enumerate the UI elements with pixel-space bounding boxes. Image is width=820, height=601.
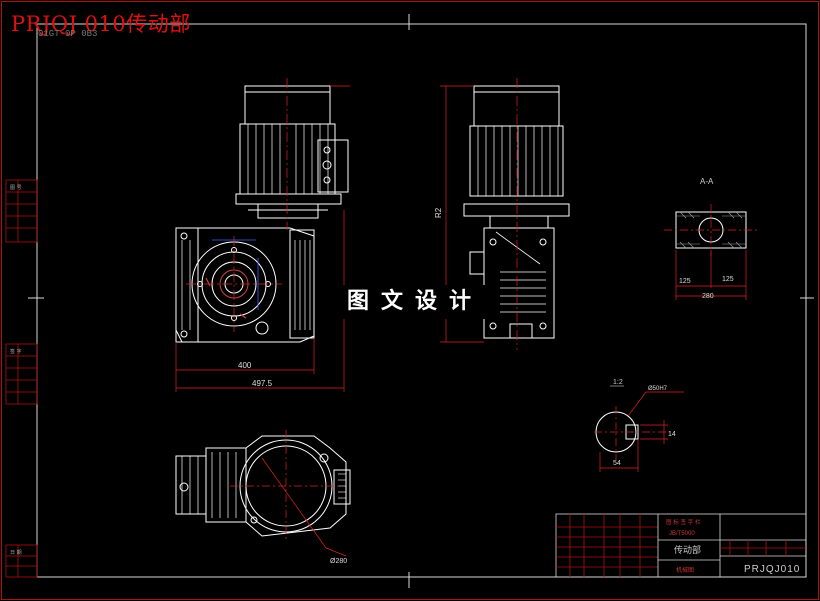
dim-14: 14 (668, 431, 676, 438)
strip-label-top: 图 号 (10, 185, 22, 191)
side-fins (495, 231, 546, 313)
dim-54: 54 (613, 460, 621, 467)
tb-part-name: 传动部 (674, 544, 701, 556)
front-centerlines (186, 78, 288, 332)
side-motor-body (469, 125, 564, 197)
strip-label-bottom: 日 期 (10, 550, 22, 556)
top-view-housing (245, 435, 347, 537)
side-flange (463, 203, 570, 217)
terminal-box (317, 139, 349, 193)
dim-ratio: 1:2 (613, 379, 623, 386)
dim-vertical: R2 (434, 207, 443, 218)
drawing-title: PRJQJ 010传动部 (11, 12, 191, 36)
section-centerlines (664, 204, 758, 300)
dim-dia50: Ø50H7 (648, 386, 668, 392)
watermark: 图文设计 (335, 285, 495, 319)
section-label: A-A (700, 177, 714, 186)
left-strip (5, 179, 38, 578)
dim-125-left: 125 (679, 278, 691, 285)
shaft-dimensions (594, 391, 684, 472)
motor-flange (235, 193, 342, 205)
motor-body (239, 123, 336, 195)
dim-4975: 497.5 (252, 379, 273, 388)
gearbox-housing (175, 227, 315, 343)
tb-material: 机械图 (676, 566, 694, 574)
front-dimensions (175, 85, 350, 392)
dim-dia280: Ø280 (330, 558, 347, 565)
gearbox-ribs (181, 240, 311, 330)
tb-standard: JB/T5000 (669, 531, 695, 537)
dim-280: 280 (702, 293, 714, 300)
drawing-subtitle: 01GT 0P 0B3 (38, 29, 98, 39)
side-view (463, 85, 570, 339)
tb-drawing-number: PRJQJ010 (744, 564, 800, 575)
drawing-frame (36, 23, 807, 578)
motor-fins (247, 124, 329, 194)
bolt-holes (180, 232, 271, 338)
tb-header: 图 标 签 字 栏 (666, 518, 701, 526)
dim-400: 400 (238, 361, 252, 370)
frame-center-marks (28, 14, 814, 588)
strip-label-mid: 签 字 (10, 348, 22, 355)
front-view (175, 85, 349, 343)
title-block (555, 513, 807, 578)
dim-125-right: 125 (722, 276, 734, 283)
top-view-dimensions (230, 430, 347, 557)
